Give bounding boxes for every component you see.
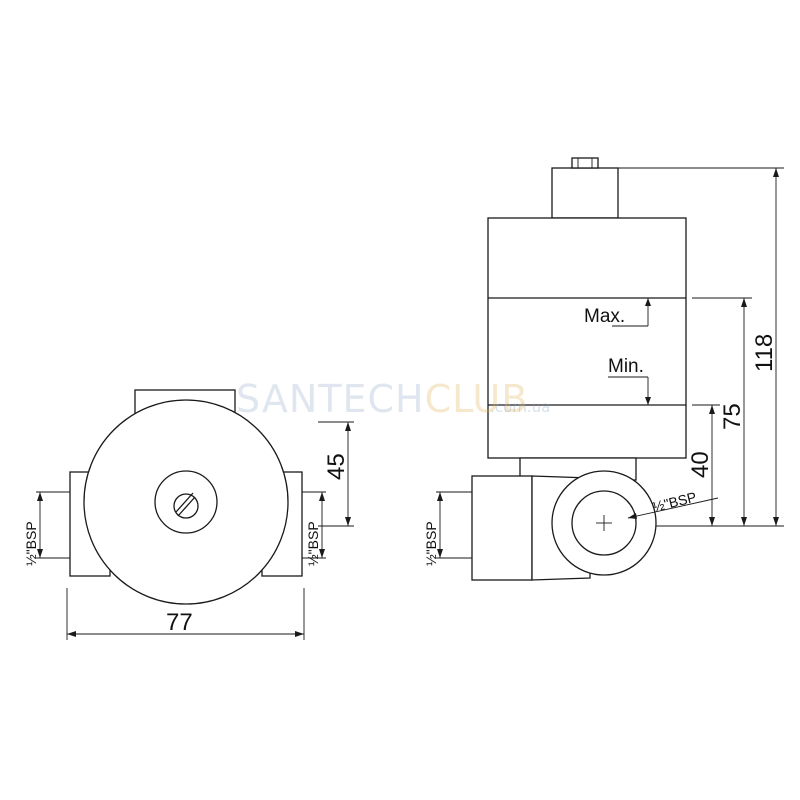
outlet-leader-arrow <box>628 513 637 519</box>
front-left-thread-arrow-bottom <box>37 549 43 558</box>
front-screw <box>173 493 199 519</box>
dim77-arrow-right <box>295 631 304 637</box>
watermark-logo: SANTECHCLUB .com.ua <box>236 377 550 421</box>
front-view: 77 45 ½"BSP ½"BSP <box>23 389 354 640</box>
front-left-thread-arrow-top <box>37 492 43 501</box>
watermark-brand-part2: CLUB <box>425 377 529 421</box>
front-right-thread-arrow-top <box>319 492 325 501</box>
watermark-domain: .com.ua <box>490 398 550 416</box>
dim-75-label: 75 <box>719 403 746 430</box>
dim45-arrow-top <box>345 422 351 431</box>
min-arrow <box>645 397 651 405</box>
screw-slot-a <box>177 496 196 517</box>
side-top-knob <box>571 157 599 169</box>
max-arrow <box>645 298 651 306</box>
dim-40-label: 40 <box>687 451 714 478</box>
front-right-thread-arrow-bottom <box>319 549 325 558</box>
side-view: Max. Min. ½"BSP 118 75 40 <box>423 157 784 581</box>
front-hub <box>154 470 218 534</box>
dim75-arrow-bottom <box>741 517 747 526</box>
dim45-arrow-bottom <box>345 517 351 526</box>
front-right-thread-label: ½"BSP <box>305 521 321 566</box>
side-left-thread-arrow-bottom <box>437 549 443 558</box>
side-left-thread-arrow-top <box>437 492 443 501</box>
dim118-arrow-bottom <box>773 517 779 526</box>
front-left-thread-label: ½"BSP <box>23 521 39 566</box>
front-main-disc <box>83 399 289 605</box>
watermark-brand: SANTECHCLUB <box>236 377 528 421</box>
dim-45-label: 45 <box>323 453 350 480</box>
dim40-arrow-top <box>709 405 715 414</box>
side-left-pipe <box>471 475 533 581</box>
max-label: Max. <box>584 306 625 327</box>
dim118-arrow-top <box>773 168 779 177</box>
outlet-thread-label: ½"BSP <box>651 489 698 515</box>
dim-77-label: 77 <box>166 609 193 636</box>
dim-118-label: 118 <box>751 334 778 372</box>
min-label: Min. <box>608 356 644 377</box>
watermark-brand-part1: SANTECH <box>236 377 425 421</box>
side-left-thread-label: ½"BSP <box>423 521 439 566</box>
screw-slot-b <box>175 492 194 513</box>
outlet-leader <box>627 497 719 519</box>
side-main-body <box>487 217 687 459</box>
dim40-arrow-bottom <box>709 517 715 526</box>
side-outlet-inner <box>571 490 637 556</box>
dim75-arrow-top <box>741 298 747 307</box>
dim77-arrow-left <box>67 631 76 637</box>
side-top-cap <box>551 167 619 219</box>
